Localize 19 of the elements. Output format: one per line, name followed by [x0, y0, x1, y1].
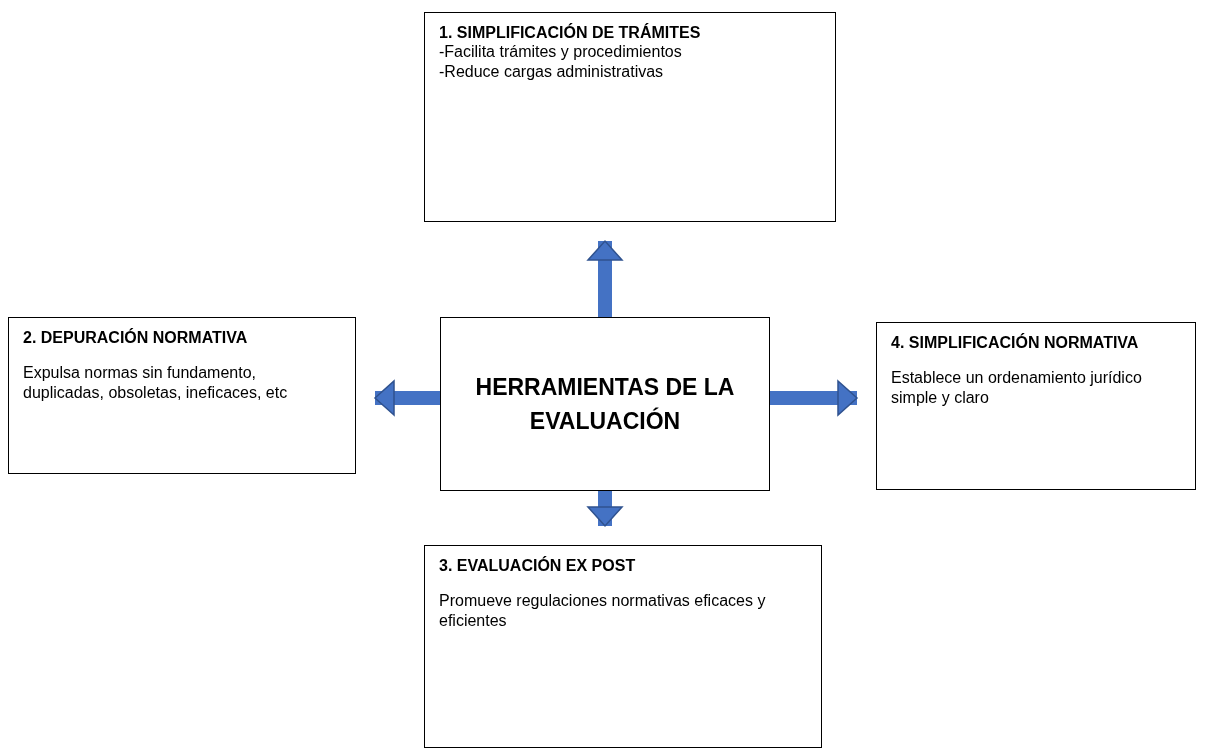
box-text: -Facilita trámites y procedimientos: [439, 42, 683, 62]
block-arrow: [770, 380, 858, 416]
text-box: [876, 322, 1196, 490]
text-box: [440, 317, 770, 491]
box-text: Promueve regulaciones normativas eficaces y eficientes: [439, 591, 767, 631]
text-box: [8, 317, 356, 474]
block-arrow: [374, 380, 440, 416]
box-text: Establece un ordenamiento jurídico simple y claro: [891, 368, 1143, 408]
block-arrow: [587, 491, 623, 527]
box-heading: 2. DEPURACIÓN NORMATIVA: [23, 328, 249, 347]
box-text: -Reduce cargas administrativas: [439, 62, 665, 82]
box-text: Expulsa normas sin fundamento, duplicadas, obsoletas, ineficaces, etc: [23, 363, 289, 403]
text-box: [424, 545, 822, 748]
box-heading: 3. EVALUACIÓN EX POST: [439, 556, 637, 575]
box-heading: 4. SIMPLIFICACIÓN NORMATIVA: [891, 333, 1140, 352]
box-heading: 1. SIMPLIFICACIÓN DE TRÁMITES: [439, 23, 702, 42]
text-box: [424, 12, 836, 222]
box-title: HERRAMIENTAS DE LA EVALUACIÓN: [474, 373, 736, 436]
block-arrow: [587, 240, 623, 317]
